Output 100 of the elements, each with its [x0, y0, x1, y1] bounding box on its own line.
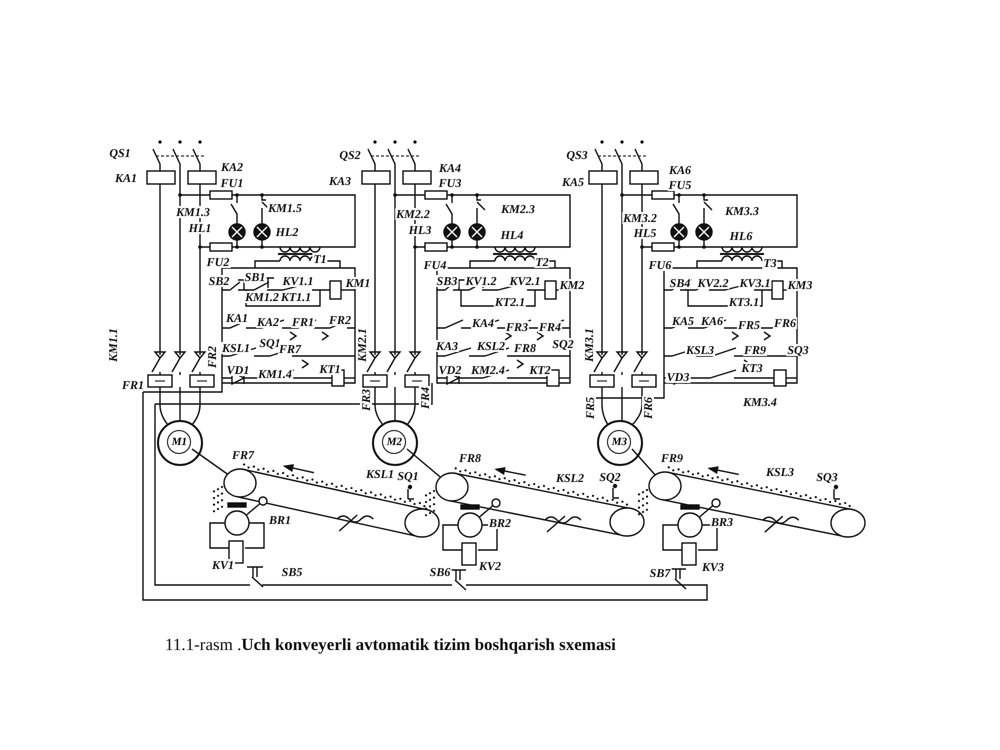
component-label: KM3.3 [724, 205, 760, 217]
component-label: HL4 [500, 229, 524, 241]
component-label: BR1 [268, 514, 292, 526]
component-label: VD3 [666, 371, 690, 383]
component-label: SB5 [280, 566, 304, 578]
component-label: SB4 [668, 277, 692, 289]
component-label: KM1.1 [107, 327, 119, 363]
component-label: HL3 [408, 224, 432, 236]
component-label: SB6 [428, 566, 452, 578]
component-label: KV3 [701, 561, 725, 573]
component-label: KV1 [211, 559, 235, 571]
component-label: KA2 [256, 316, 280, 328]
component-label: SQ3 [815, 471, 839, 483]
component-label: FR2 [328, 314, 352, 326]
component-label: KA6 [668, 164, 692, 176]
component-label: FU2 [206, 256, 230, 268]
component-label: HL1 [188, 222, 212, 234]
component-label: KSL2 [555, 472, 585, 484]
component-label: FR3 [505, 321, 529, 333]
component-label: VD1 [226, 364, 250, 376]
component-label: KM1.2 [244, 291, 280, 303]
component-label: FR2 [206, 345, 218, 369]
component-label: KV1.1 [282, 275, 314, 287]
component-label: KA4 [438, 162, 462, 174]
component-label: FR4 [538, 321, 562, 333]
component-label: FU1 [220, 177, 244, 189]
component-label: KT3 [740, 362, 764, 374]
component-label: KM1 [344, 277, 372, 289]
component-label: KA1 [225, 312, 249, 324]
component-label: FR4 [419, 386, 431, 410]
component-label: KT2 [528, 364, 552, 376]
component-label: KSL3 [765, 466, 795, 478]
component-label: FU4 [422, 259, 448, 271]
component-label: KT1.1 [280, 291, 312, 303]
component-label: KM2.3 [500, 203, 536, 215]
component-label: KA5 [671, 315, 695, 327]
component-label: FU3 [438, 177, 462, 189]
component-label: FR9 [660, 452, 684, 464]
component-label: KV2.1 [508, 275, 542, 287]
component-label: KA4 [471, 317, 495, 329]
component-label: FU5 [668, 179, 692, 191]
component-label: FR6 [773, 317, 797, 329]
component-label: KM1.4 [257, 368, 293, 380]
component-label: KM1.5 [267, 202, 303, 214]
component-label: HL2 [274, 226, 300, 238]
component-label: KT1 [318, 363, 342, 375]
component-label: SQ2 [551, 338, 575, 350]
component-label: KT3.1 [728, 296, 760, 308]
component-label: SQ2 [598, 471, 622, 483]
component-label: FR8 [513, 342, 537, 354]
component-label: VD2 [438, 364, 462, 376]
component-label: T1 [312, 253, 328, 265]
figure-caption: 11.1-rasm .Uch konveyerli avtomatik tizim boshqarish sxemasi [165, 635, 616, 655]
component-label: FR5 [737, 319, 761, 331]
component-label: KV2.2 [696, 277, 730, 289]
component-label: KV3.1 [738, 277, 772, 289]
component-label: KM3.2 [622, 212, 658, 224]
component-label: FU6 [648, 259, 672, 271]
component-label: KM1.3 [175, 206, 211, 218]
component-label: T3 [762, 257, 778, 269]
component-label: KM2.2 [395, 208, 431, 220]
component-label: KM3.1 [583, 327, 595, 363]
component-label: KSL3 [685, 344, 715, 356]
component-label: KM2.4 [470, 364, 506, 376]
component-label: KM2.1 [356, 327, 368, 363]
component-label: FR1 [291, 316, 315, 328]
component-label: KA3 [328, 175, 352, 187]
component-label: HL6 [728, 230, 754, 242]
component-label: SB3 [436, 275, 458, 287]
component-label: KA5 [561, 176, 585, 188]
component-label: SQ3 [786, 344, 810, 356]
component-label: KT2.1 [494, 296, 526, 308]
component-label: FR5 [584, 396, 596, 420]
component-label: FR1 [121, 379, 145, 391]
component-label: SB7 [648, 567, 672, 579]
component-label: T2 [534, 256, 550, 268]
component-label: QS1 [108, 147, 132, 159]
component-label: SQ1 [396, 470, 420, 482]
component-label: KA6 [700, 315, 724, 327]
component-label: SB1 [244, 271, 266, 283]
component-label: KM3.4 [742, 396, 778, 408]
component-label: KV2 [478, 560, 502, 572]
component-label: KSL2 [476, 340, 506, 352]
component-label: FR7 [231, 449, 255, 461]
component-label: KM3 [786, 279, 814, 291]
component-label: KA1 [114, 172, 138, 184]
component-label: FR7 [278, 343, 302, 355]
component-label: FR3 [360, 388, 372, 412]
component-label: HL5 [632, 227, 658, 239]
component-label: BR3 [710, 516, 734, 528]
component-label: FR8 [458, 452, 482, 464]
component-label: KSL1 [221, 342, 251, 354]
component-label: BR2 [488, 517, 512, 529]
component-label: KA3 [435, 340, 459, 352]
component-label: QS2 [338, 149, 362, 161]
component-label: FR6 [642, 396, 654, 420]
component-label: QS3 [565, 149, 589, 161]
component-label: FR9 [743, 344, 767, 356]
component-label: KM2 [558, 279, 586, 291]
component-label: KSL1 [365, 468, 395, 480]
